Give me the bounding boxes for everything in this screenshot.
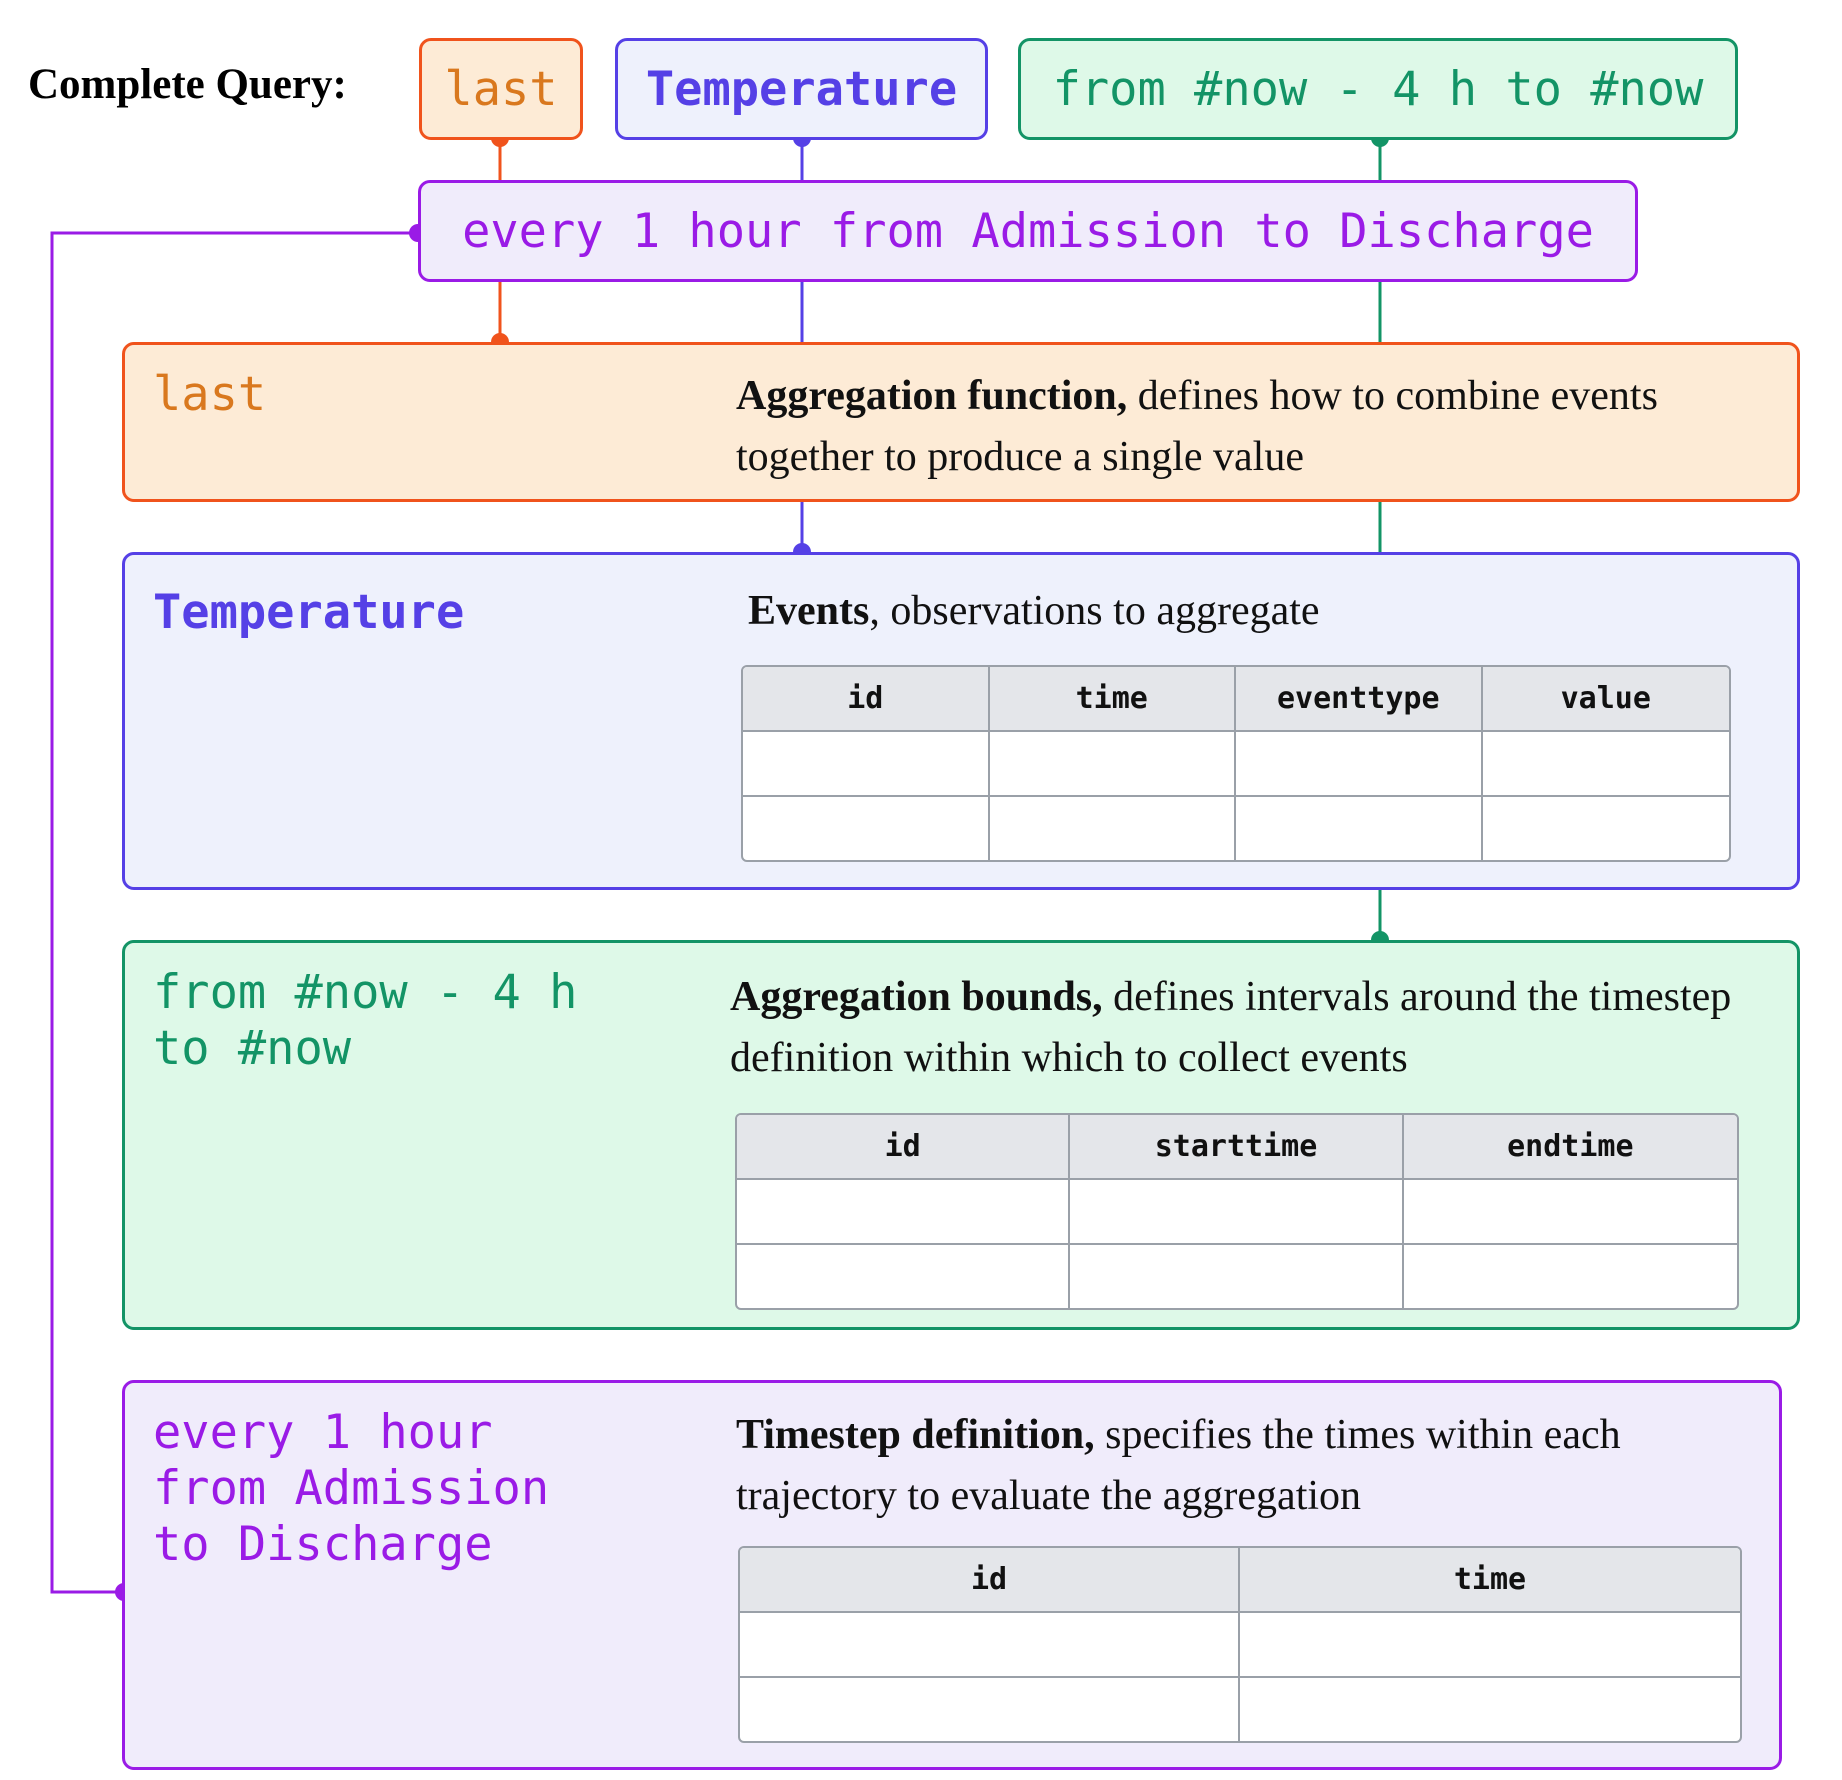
table-row bbox=[743, 797, 1729, 860]
bounds-table: id starttime endtime bbox=[735, 1113, 1739, 1310]
table-cell bbox=[1240, 1613, 1740, 1678]
aggregation-panel-description-heading: Aggregation function, bbox=[736, 373, 1128, 419]
events-table: id time eventtype value bbox=[741, 665, 1731, 862]
events-table-col-eventtype: eventtype bbox=[1236, 667, 1483, 732]
query-chip-timestep: every 1 hour from Admission to Discharge bbox=[418, 180, 1638, 282]
table-cell bbox=[1236, 732, 1483, 797]
table-row bbox=[737, 1180, 1737, 1245]
timestep-table: id time bbox=[738, 1546, 1742, 1743]
events-table-col-id: id bbox=[743, 667, 990, 732]
bounds-table-col-starttime: starttime bbox=[1070, 1115, 1404, 1180]
events-panel-description-heading: Events bbox=[748, 588, 870, 634]
bounds-table-header-row: id starttime endtime bbox=[737, 1115, 1737, 1180]
aggregation-panel-description: Aggregation function, defines how to com… bbox=[736, 366, 1736, 488]
bounds-table-col-endtime: endtime bbox=[1403, 1115, 1737, 1180]
query-chip-bounds: from #now - 4 h to #now bbox=[1018, 38, 1738, 140]
timestep-connector bbox=[50, 231, 418, 1594]
table-cell bbox=[1403, 1180, 1737, 1245]
timestep-panel: every 1 hour from Admission to Discharge… bbox=[122, 1380, 1782, 1770]
bounds-panel-description-text: defines intervals around the timestep de… bbox=[730, 974, 1732, 1081]
table-cell bbox=[737, 1245, 1071, 1308]
timestep-table-header-row: id time bbox=[740, 1548, 1740, 1613]
table-cell bbox=[743, 797, 990, 860]
query-chip-aggregation: last bbox=[419, 38, 583, 140]
timestep-table-col-time: time bbox=[1240, 1548, 1740, 1613]
timestep-panel-description-text: specifies the times within each trajecto… bbox=[736, 1412, 1621, 1519]
table-cell bbox=[1236, 797, 1483, 860]
table-cell bbox=[1404, 1245, 1737, 1308]
bounds-panel: from #now - 4 h to #now Aggregation boun… bbox=[122, 940, 1800, 1330]
aggregation-panel-description-text: defines how to combine events together t… bbox=[736, 373, 1658, 480]
table-row bbox=[740, 1678, 1740, 1741]
table-cell bbox=[743, 732, 990, 797]
timestep-panel-description: Timestep definition, specifies the times… bbox=[736, 1405, 1736, 1527]
bounds-panel-description-heading: Aggregation bounds, bbox=[730, 974, 1103, 1020]
table-cell bbox=[989, 732, 1236, 797]
aggregation-panel: last Aggregation function, defines how t… bbox=[122, 342, 1800, 502]
table-cell bbox=[1070, 1180, 1404, 1245]
table-cell bbox=[737, 1180, 1071, 1245]
complete-query-label: Complete Query: bbox=[28, 61, 347, 108]
query-chip-events: Temperature bbox=[615, 38, 988, 140]
table-cell bbox=[1070, 1245, 1404, 1308]
table-cell bbox=[740, 1613, 1240, 1678]
events-panel-description-text: , observations to aggregate bbox=[869, 588, 1320, 634]
table-row bbox=[737, 1245, 1737, 1308]
events-table-header-row: id time eventtype value bbox=[743, 667, 1729, 732]
table-row bbox=[740, 1613, 1740, 1678]
timestep-panel-description-heading: Timestep definition, bbox=[736, 1412, 1095, 1458]
events-panel: Temperature Events, observations to aggr… bbox=[122, 552, 1800, 890]
table-cell bbox=[1483, 797, 1730, 860]
events-panel-description: Events, observations to aggregate bbox=[748, 581, 1748, 642]
table-cell bbox=[990, 797, 1236, 860]
bounds-panel-code: from #now - 4 h to #now bbox=[153, 965, 578, 1076]
bounds-panel-description: Aggregation bounds, defines intervals ar… bbox=[730, 967, 1770, 1089]
timestep-panel-code: every 1 hour from Admission to Discharge bbox=[153, 1405, 550, 1572]
timestep-table-col-id: id bbox=[740, 1548, 1240, 1613]
table-cell bbox=[1240, 1678, 1740, 1741]
table-cell bbox=[740, 1678, 1240, 1741]
bounds-table-col-id: id bbox=[737, 1115, 1071, 1180]
events-panel-code: Temperature bbox=[153, 585, 465, 640]
aggregation-panel-code: last bbox=[153, 367, 267, 422]
events-table-col-time: time bbox=[989, 667, 1236, 732]
events-table-col-value: value bbox=[1482, 667, 1729, 732]
table-row bbox=[743, 732, 1729, 797]
table-cell bbox=[1482, 732, 1729, 797]
